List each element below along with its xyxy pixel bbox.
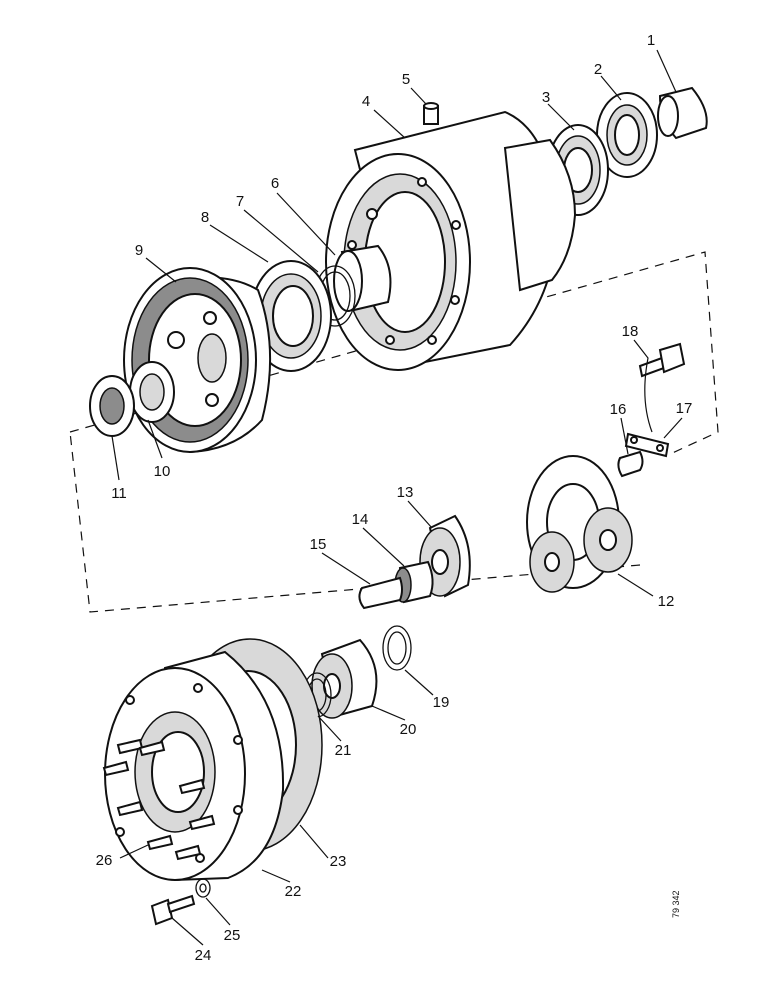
part-1-sleeve	[657, 86, 708, 140]
part-2-seal	[596, 92, 658, 178]
callout-5: 5	[402, 71, 410, 88]
callout-6: 6	[271, 175, 279, 192]
callout-11: 11	[111, 485, 127, 502]
part-10-lock-washer	[129, 361, 175, 423]
callout-26: 26	[96, 852, 113, 869]
part-11-nut	[89, 375, 135, 437]
callout-16: 16	[610, 401, 627, 418]
callout-13: 13	[397, 484, 414, 501]
part-9-annulus-gear	[123, 267, 272, 454]
callout-23: 23	[330, 853, 347, 870]
part-5-plug	[423, 102, 439, 125]
callout-4: 4	[362, 93, 370, 110]
part-8-bearing	[250, 260, 332, 372]
leader-lines	[111, 49, 683, 946]
callout-25: 25	[224, 927, 241, 944]
callout-12: 12	[658, 593, 675, 610]
part-22-wheel-hub	[102, 650, 285, 882]
part-18-bolt	[638, 342, 686, 378]
callout-20: 20	[400, 721, 417, 738]
callout-1: 1	[647, 32, 655, 49]
callout-labels: 1 2 3 4 5 6 7 8 9 10 11 12 13 14 15 16 1…	[96, 32, 693, 964]
callout-7: 7	[236, 193, 244, 210]
part-12-planet-carrier	[526, 455, 633, 593]
part-24-bolt	[150, 894, 196, 926]
callout-3: 3	[542, 89, 550, 106]
callout-19: 19	[433, 694, 450, 711]
callout-9: 9	[135, 242, 143, 259]
part-25-washer	[195, 878, 211, 898]
part-16-dowel	[617, 450, 644, 478]
callout-10: 10	[154, 463, 171, 480]
part-20-sun-gear	[311, 638, 378, 719]
callout-14: 14	[352, 511, 369, 528]
callout-22: 22	[285, 883, 302, 900]
part-4-housing	[325, 110, 577, 371]
part-15-pin	[358, 576, 403, 610]
callout-24: 24	[195, 947, 212, 964]
callout-15: 15	[310, 536, 327, 553]
part-6-spacer	[333, 244, 392, 312]
part-19-thrust-washer	[382, 625, 412, 671]
callout-17: 17	[676, 400, 693, 417]
callout-18: 18	[622, 323, 639, 340]
callout-21: 21	[335, 742, 352, 759]
figure-reference: 79 342	[671, 890, 681, 918]
part-17-lock-plate	[624, 432, 670, 458]
callout-8: 8	[201, 209, 209, 226]
callout-2: 2	[594, 61, 602, 78]
